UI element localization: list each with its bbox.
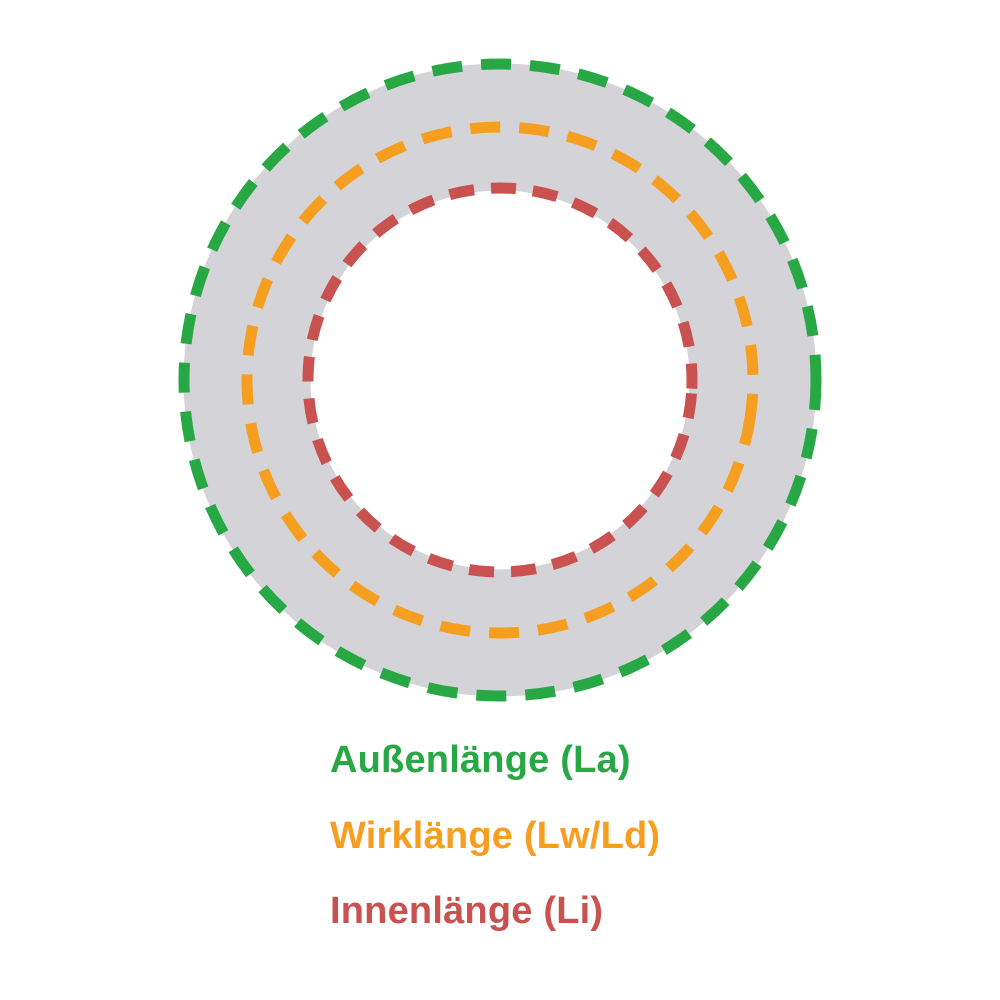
inner-length-dashed-circle: [302, 182, 698, 578]
legend-label-inner-length: Innenlänge (Li): [330, 890, 604, 933]
outer-length-dashed-circle: [178, 58, 822, 702]
effective-length-dashed-circle: [241, 121, 759, 639]
legend-label-effective-length: Wirklänge (Lw/Ld): [330, 814, 661, 857]
legend: Außenlänge (La) Wirklänge (Lw/Ld) Innenl…: [330, 738, 660, 935]
legend-label-outer-length: Außenlänge (La): [330, 739, 631, 781]
